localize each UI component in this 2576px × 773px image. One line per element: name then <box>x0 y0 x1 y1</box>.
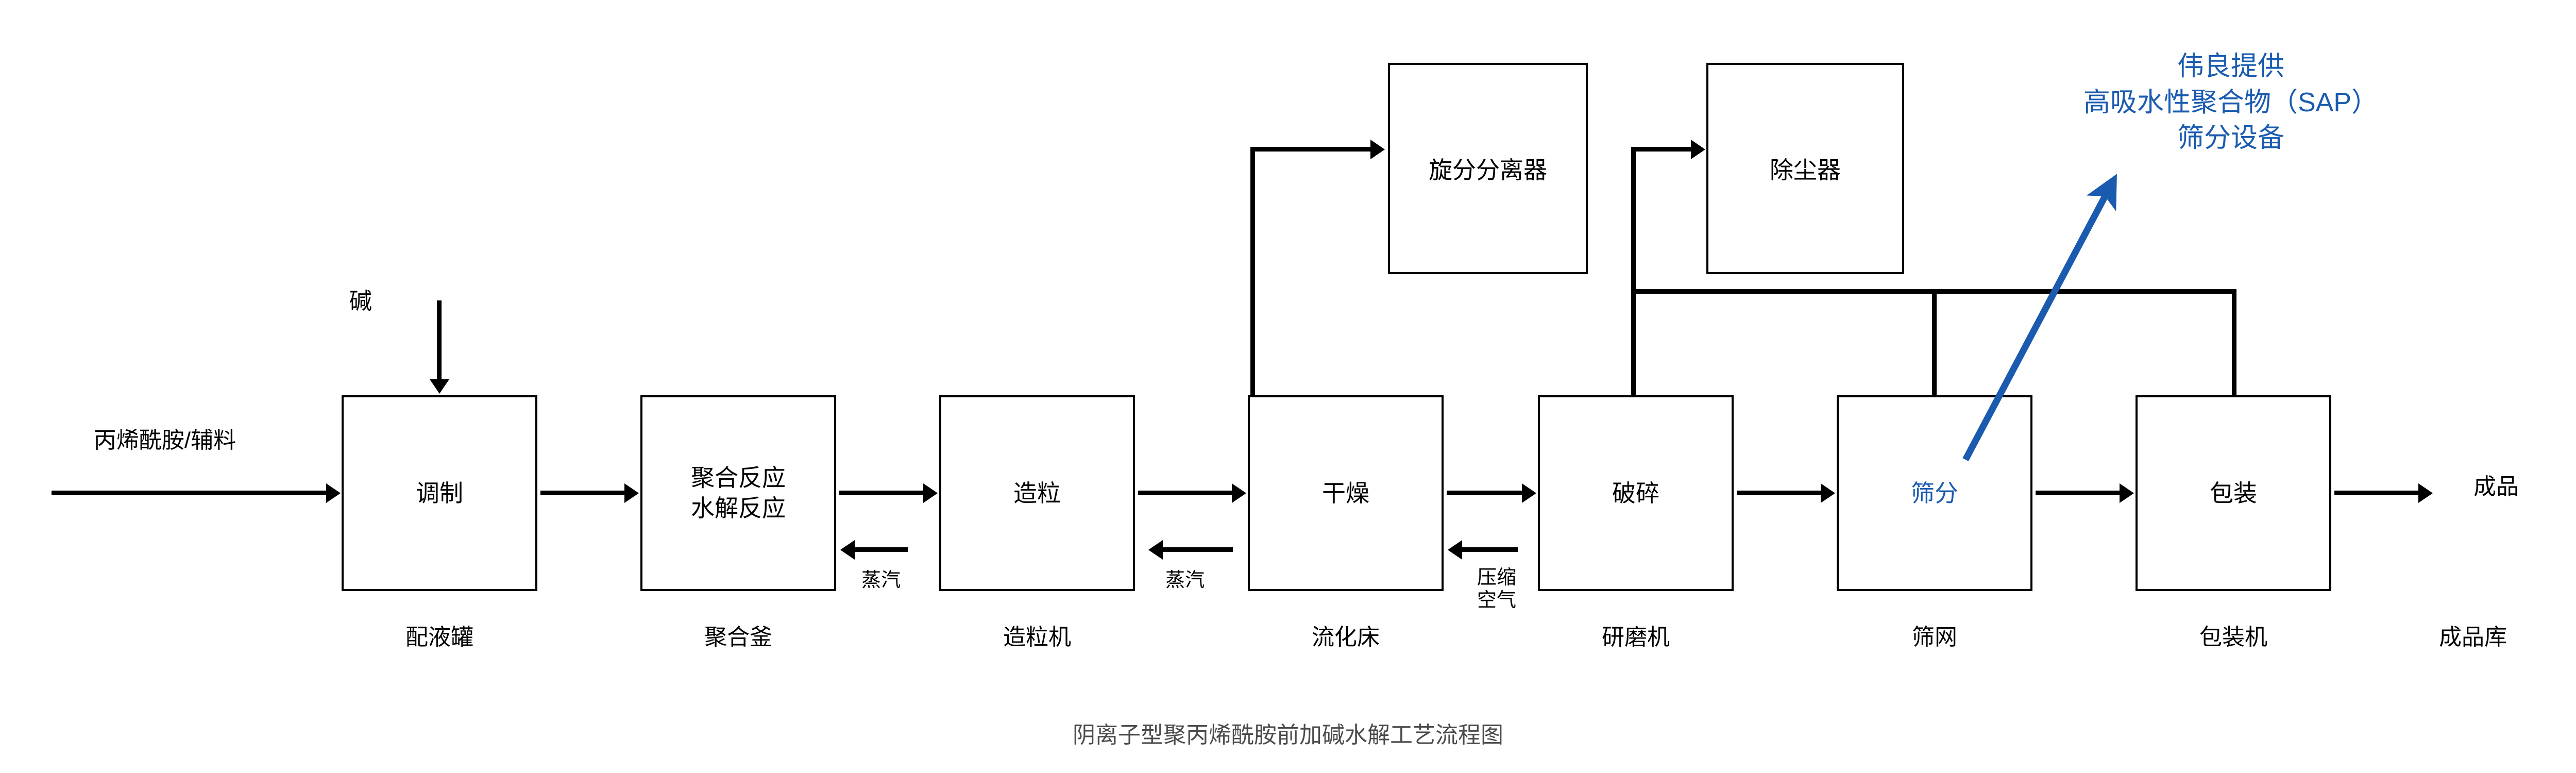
utility-label-compressed-air: 压缩 空气 <box>1477 567 1516 611</box>
arrow-drying-to-crushing <box>1447 491 1523 495</box>
vent-line-crushing-riser <box>1631 147 1636 397</box>
equipment-caption-crushing: 研磨机 <box>1602 625 1670 650</box>
process-box-blending-label: 调制 <box>416 479 463 507</box>
figure-title: 阴离子型聚丙烯酰胺前加碱水解工艺流程图 <box>1073 722 1503 748</box>
arrow-polymerization-to-granulation <box>839 491 924 495</box>
equipment-caption-screening: 筛网 <box>1912 625 1957 650</box>
process-box-granulation: 造粒 <box>939 395 1135 591</box>
process-box-crushing: 破碎 <box>1538 395 1734 591</box>
process-box-polymerization-label: 聚合反应 水解反应 <box>691 464 786 522</box>
arrow-granulation-to-drying <box>1138 491 1233 495</box>
equipment-box-dust-collector-label: 除尘器 <box>1770 157 1841 183</box>
equipment-box-cyclone: 旋分分离器 <box>1388 63 1588 274</box>
arrow-screening-to-packaging <box>2036 491 2121 495</box>
arrow-crushing-to-screening <box>1737 491 1822 495</box>
process-box-drying: 干燥 <box>1248 395 1444 591</box>
vent-line-dryer-riser <box>1250 147 1255 397</box>
arrow-vent-to-dust-collector <box>1631 147 1692 152</box>
callout-text: 伟良提供 高吸水性聚合物（SAP） 筛分设备 <box>2083 52 2379 154</box>
alkali-stream-label: 碱 <box>349 289 372 314</box>
arrow-feed-to-blending <box>52 491 327 495</box>
arrow-blending-to-polymerization <box>540 491 625 495</box>
vent-line-screening-riser <box>1932 289 1937 397</box>
arrow-compressed-air-to-dryer <box>1461 547 1518 552</box>
equipment-caption-product-store: 成品库 <box>2439 625 2507 650</box>
arrow-dryer-vent-to-cyclone <box>1250 147 1371 152</box>
process-box-granulation-label: 造粒 <box>1013 479 1061 507</box>
equipment-caption-granulation: 造粒机 <box>1003 625 1071 650</box>
arrow-alkali-to-blending <box>437 300 442 380</box>
process-box-drying-label: 干燥 <box>1322 479 1369 507</box>
vent-line-packaging-riser <box>2232 289 2236 397</box>
equipment-caption-blending: 配液罐 <box>405 625 473 650</box>
process-box-packaging-label: 包装 <box>2210 479 2257 507</box>
process-box-screening-label: 筛分 <box>1911 479 1958 507</box>
equipment-caption-drying: 流化床 <box>1312 625 1380 650</box>
process-box-blending: 调制 <box>342 395 537 591</box>
equipment-caption-packaging: 包装机 <box>2199 625 2267 650</box>
process-box-packaging: 包装 <box>2136 395 2331 591</box>
product-stream-label: 成品 <box>2473 474 2519 499</box>
arrow-packaging-to-product <box>2334 491 2419 495</box>
equipment-caption-polymerization: 聚合釜 <box>704 625 772 650</box>
equipment-box-cyclone-label: 旋分分离器 <box>1429 157 1547 183</box>
utility-label-steam-reactor: 蒸汽 <box>861 569 901 591</box>
process-box-screening: 筛分 <box>1837 395 2032 591</box>
feed-stream-label: 丙烯酰胺/辅料 <box>93 428 236 453</box>
utility-label-steam-dryer: 蒸汽 <box>1165 569 1205 591</box>
arrow-steam-to-dryer <box>1162 547 1233 552</box>
process-box-polymerization: 聚合反应 水解反应 <box>640 395 836 591</box>
arrow-steam-to-polymerization <box>854 547 908 552</box>
process-box-crushing-label: 破碎 <box>1612 479 1659 507</box>
equipment-box-dust-collector: 除尘器 <box>1706 63 1904 274</box>
